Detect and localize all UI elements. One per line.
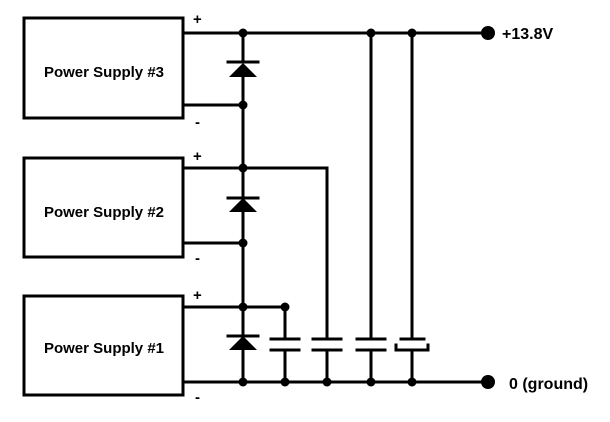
power-supply-1-negative-sign: -	[195, 389, 200, 406]
wiring	[181, 31, 490, 384]
output-terminal-label: +13.8V	[502, 26, 553, 43]
ground-terminal-dot	[481, 375, 495, 389]
power-supply-3: Power Supply #3 + -	[22, 11, 202, 131]
junction-dots	[238, 28, 417, 387]
diode-2-symbol	[229, 198, 257, 212]
power-supply-1: Power Supply #1 + -	[22, 287, 202, 406]
power-supply-2-negative-sign: -	[195, 250, 200, 267]
power-supply-2: Power Supply #2 + -	[22, 148, 202, 267]
capacitor-4-curved-plate	[394, 343, 430, 352]
capacitor-4-electrolytic	[394, 337, 430, 352]
capacitor-2	[311, 337, 343, 352]
output-terminal-dot	[481, 26, 495, 40]
output-terminal: +13.8V	[481, 26, 553, 43]
power-supply-3-label: Power Supply #3	[44, 64, 164, 81]
power-supply-1-label: Power Supply #1	[44, 340, 164, 357]
diode-3-symbol	[229, 63, 257, 77]
diode-3	[226, 60, 260, 77]
power-supply-1-positive-sign: +	[193, 287, 202, 304]
capacitor-3	[355, 337, 387, 352]
power-supply-2-positive-sign: +	[193, 148, 202, 165]
ground-terminal-label: 0 (ground)	[509, 376, 588, 393]
diode-1	[226, 334, 260, 350]
diode-2	[226, 196, 260, 212]
power-supply-3-positive-sign: +	[193, 11, 202, 28]
capacitor-1	[269, 337, 301, 352]
power-supply-2-label: Power Supply #2	[44, 204, 164, 221]
power-supply-3-negative-sign: -	[195, 114, 200, 131]
ground-terminal: 0 (ground)	[481, 375, 588, 393]
diode-1-symbol	[229, 336, 257, 350]
